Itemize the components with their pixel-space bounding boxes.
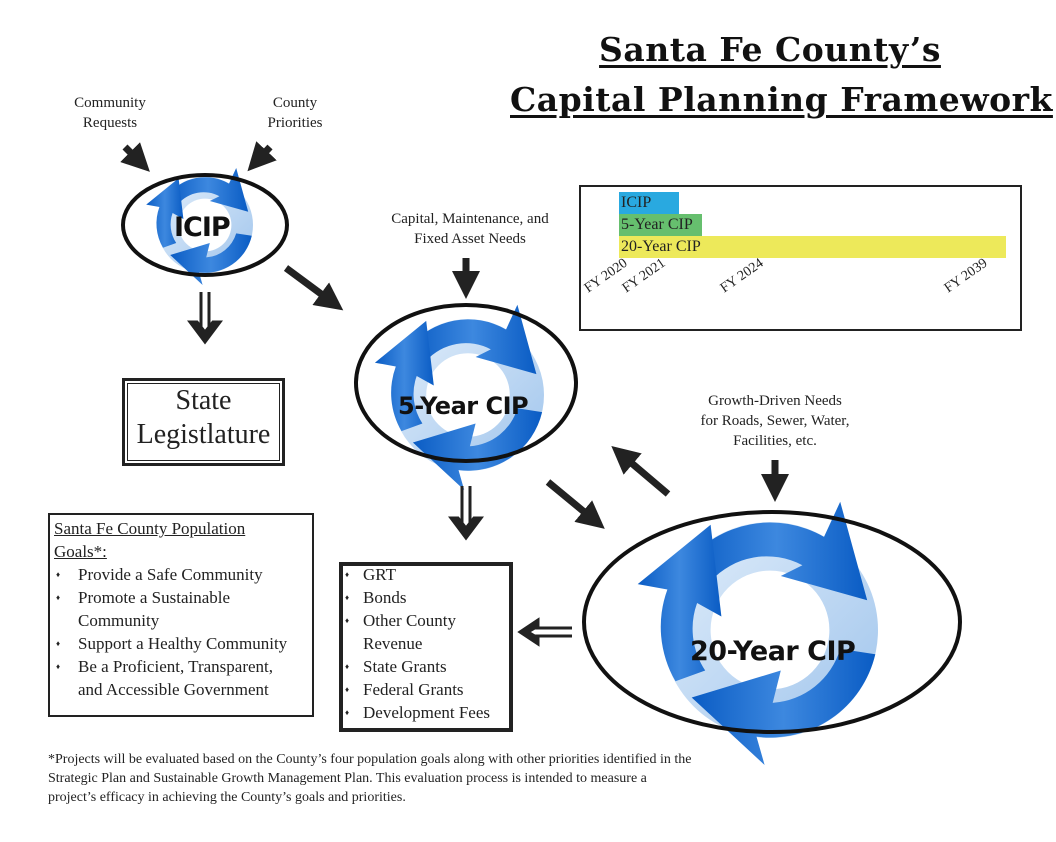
five-year-cip-label: 5-Year CIP bbox=[398, 392, 529, 420]
funding-sources-list: GRT Bonds Other County Revenue State Gra… bbox=[343, 563, 509, 724]
icip-label: ICIP bbox=[174, 212, 231, 243]
funding-item: Other County Revenue bbox=[339, 609, 483, 655]
goal-item: Be a Proficient, Transparent, and Access… bbox=[50, 655, 298, 701]
community-requests-line2: Requests bbox=[82, 115, 138, 131]
timeline-bar-5-year-cip: 5-Year CIP bbox=[619, 214, 703, 236]
timeline-bar-20-year-cip: 20-Year CIP bbox=[619, 236, 1006, 258]
population-goals-header-line2: Goals*: bbox=[54, 542, 107, 561]
timeline-tick-label: FY 2039 bbox=[941, 255, 991, 297]
goal-item: Support a Healthy Community bbox=[50, 632, 312, 655]
icip-cycle-graphic bbox=[121, 168, 289, 285]
growth-needs-label: Growth-Driven Needs for Roads, Sewer, Wa… bbox=[690, 391, 860, 451]
capital-needs-line1: Capital, Maintenance, and bbox=[391, 211, 549, 227]
page-title-line1: Santa Fe County’s bbox=[599, 30, 941, 69]
funding-sources-box: GRT Bonds Other County Revenue State Gra… bbox=[339, 562, 513, 732]
population-goals-header-line1: Santa Fe County Population bbox=[54, 519, 246, 538]
timeline-bar-icip: ICIP bbox=[619, 192, 680, 214]
population-goals-box: Santa Fe County Population Goals*: Provi… bbox=[48, 513, 314, 717]
goal-item: Provide a Safe Community bbox=[50, 563, 312, 586]
funding-item: State Grants bbox=[339, 655, 505, 678]
state-legislature-box: State Legistlature bbox=[122, 378, 285, 466]
footnote: *Projects will be evaluated based on the… bbox=[48, 752, 692, 805]
arrow-icip-to-legislature bbox=[187, 292, 223, 345]
population-goals-list: Provide a Safe Community Promote a Susta… bbox=[50, 563, 312, 701]
goal-item: Promote a Sustainable Community bbox=[50, 586, 268, 632]
capital-needs-line2: Fixed Asset Needs bbox=[414, 231, 526, 247]
county-priorities-line2: Priorities bbox=[267, 115, 323, 131]
growth-needs-line1: Growth-Driven Needs bbox=[708, 393, 842, 409]
arrow-five-year-to-funding bbox=[448, 486, 484, 541]
page-title-line2: Capital Planning Framework bbox=[510, 80, 1053, 119]
twenty-year-cycle-graphic bbox=[582, 501, 962, 765]
twenty-year-cip-label: 20-Year CIP bbox=[690, 636, 856, 667]
arrow-five-year-to-twenty-year bbox=[545, 479, 605, 529]
funding-item: GRT bbox=[339, 563, 505, 586]
state-legislature-line1: State bbox=[175, 385, 232, 416]
community-requests-label: Community Requests bbox=[55, 93, 165, 133]
funding-item: Federal Grants bbox=[339, 678, 505, 701]
county-priorities-line1: County bbox=[272, 95, 318, 111]
growth-needs-line3: Facilities, etc. bbox=[733, 433, 817, 449]
arrow-community-to-icip bbox=[120, 142, 150, 172]
timeline-tick-label: FY 2021 bbox=[619, 255, 669, 297]
arrow-icip-to-five-year bbox=[283, 265, 344, 311]
capital-needs-label: Capital, Maintenance, and Fixed Asset Ne… bbox=[380, 209, 560, 249]
community-requests-line1: Community bbox=[74, 95, 146, 111]
timeline-tick-label: FY 2020 bbox=[581, 255, 631, 297]
funding-item: Development Fees bbox=[339, 701, 505, 724]
county-priorities-label: County Priorities bbox=[245, 93, 345, 133]
arrow-twenty-year-to-funding bbox=[517, 617, 572, 647]
funding-item: Bonds bbox=[339, 586, 505, 609]
five-year-cycle-graphic bbox=[354, 303, 578, 490]
state-legislature-line2: Legistlature bbox=[136, 419, 271, 450]
arrow-twenty-year-to-five-year bbox=[611, 445, 671, 497]
growth-needs-line2: for Roads, Sewer, Water, bbox=[700, 413, 850, 429]
timeline-tick-label: FY 2024 bbox=[717, 255, 767, 297]
arrow-priorities-to-icip bbox=[247, 141, 277, 172]
